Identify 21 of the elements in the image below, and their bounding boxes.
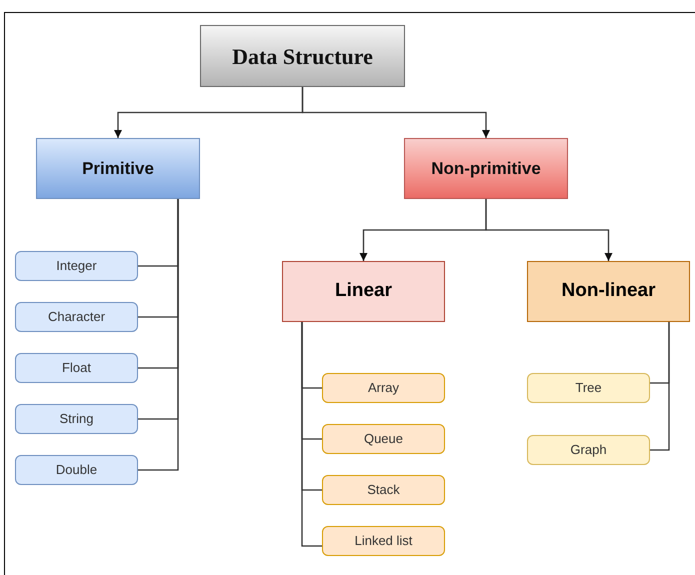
item-box: Linked list xyxy=(322,526,445,556)
category-box: Non-linear xyxy=(527,261,690,322)
category-box: Primitive xyxy=(36,138,200,199)
item-box: String xyxy=(15,404,138,434)
category-box: Linear xyxy=(282,261,445,322)
item-box: Array xyxy=(322,373,445,403)
connector-line xyxy=(650,322,670,451)
item-box: Float xyxy=(15,353,138,383)
item-box: Tree xyxy=(527,373,650,403)
connector-line xyxy=(301,322,322,547)
item-box: Double xyxy=(15,455,138,485)
category-box: Non-primitive xyxy=(404,138,568,199)
item-box: Character xyxy=(15,302,138,332)
arrow xyxy=(302,87,490,138)
item-box: Graph xyxy=(527,435,650,465)
item-box: Integer xyxy=(15,251,138,281)
arrow xyxy=(485,199,612,261)
item-box: Stack xyxy=(322,475,445,505)
category-box: Data Structure xyxy=(200,25,405,87)
item-box: Queue xyxy=(322,424,445,454)
connector-line xyxy=(138,199,179,471)
